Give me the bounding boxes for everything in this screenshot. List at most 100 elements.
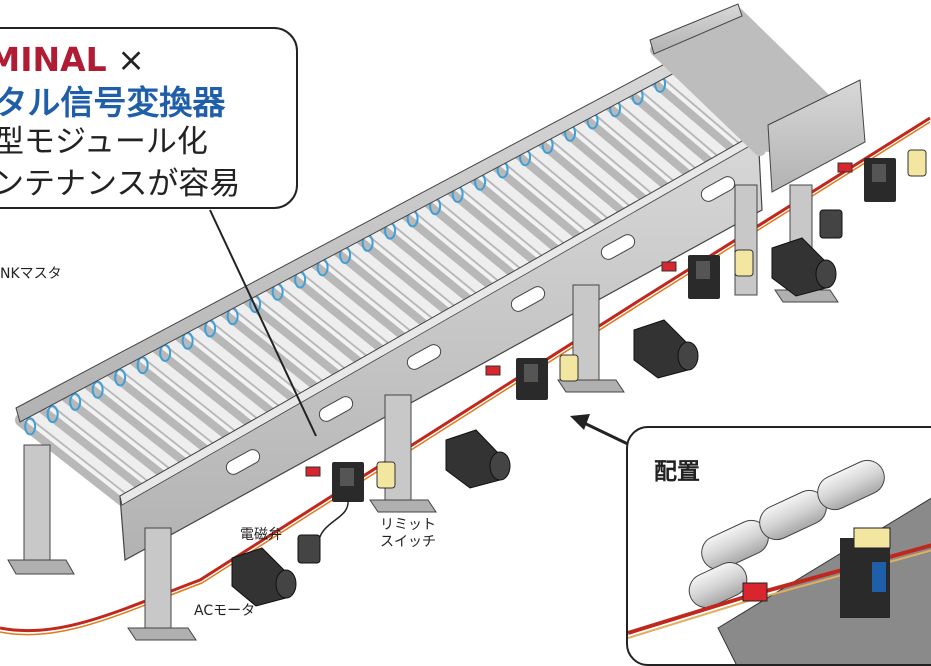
conveyor-roller-icon bbox=[15, 413, 131, 507]
conveyor-roller-icon bbox=[695, 24, 811, 136]
conveyor-roller-icon bbox=[172, 327, 285, 420]
conveyor-roller-icon bbox=[578, 107, 678, 194]
second-conveyor bbox=[649, 3, 866, 303]
conveyor-roller-icon bbox=[601, 95, 700, 181]
callout-line-4: メンテナンスが容易 bbox=[0, 166, 241, 202]
conveyor-roller-icon bbox=[466, 168, 569, 256]
conveyor-roller-icon bbox=[60, 388, 175, 482]
conveyor-roller-icon bbox=[195, 315, 306, 407]
limit-switch-label-line-1: リミット bbox=[380, 517, 436, 533]
conveyor-roller-icon bbox=[127, 351, 241, 445]
conveyor-roller-icon bbox=[308, 254, 416, 344]
roller-highlight bbox=[359, 231, 454, 310]
main-conveyor bbox=[7, 57, 765, 641]
limit-switch-label-line-2: スイッチ bbox=[380, 533, 436, 550]
conveyor-roller-icon bbox=[285, 266, 394, 357]
belt-band bbox=[91, 380, 104, 399]
roller-highlight bbox=[246, 292, 344, 373]
roller-highlight bbox=[313, 255, 410, 335]
conveyor-roller-icon bbox=[443, 181, 547, 269]
master-label: NKマスタ bbox=[0, 266, 62, 282]
roller-highlight bbox=[652, 72, 738, 147]
roller-highlight bbox=[629, 84, 716, 159]
belt-band bbox=[46, 405, 59, 424]
terminal-module-icon bbox=[661, 255, 720, 299]
conveyor-roller-icon bbox=[330, 242, 438, 332]
conveyor-roller-icon bbox=[263, 278, 372, 369]
belt-band bbox=[114, 368, 127, 387]
conveyor-roller-icon bbox=[646, 71, 744, 156]
conveyor-legs bbox=[7, 184, 758, 641]
conveyor-roller-icon bbox=[556, 120, 656, 206]
conveyor-roller-icon bbox=[623, 83, 722, 169]
arrow-icon bbox=[570, 414, 633, 448]
conveyor-roller-icon bbox=[240, 290, 350, 382]
roller-highlight bbox=[449, 182, 541, 260]
network-cable bbox=[0, 116, 931, 636]
roller-highlight bbox=[426, 194, 519, 272]
roller-highlight bbox=[336, 243, 432, 322]
conveyor-roller-icon bbox=[713, 16, 829, 128]
roller-highlight bbox=[268, 280, 366, 360]
roller-highlight bbox=[20, 414, 126, 498]
roller-highlight bbox=[494, 158, 585, 234]
conveyor-roller-icon bbox=[650, 44, 766, 156]
roller-highlight bbox=[43, 402, 148, 486]
roller-highlight bbox=[88, 377, 191, 460]
terminal-module-icon bbox=[837, 158, 896, 202]
ac-motor-icon bbox=[231, 237, 837, 607]
feature-callout: RMINAL × ジタル信号変換器 小型モジュール化 メンテナンスが容易 bbox=[0, 27, 298, 209]
roller-highlight bbox=[404, 206, 497, 285]
limit-switch-label: リミット スイッチ bbox=[380, 517, 436, 551]
roller-highlight bbox=[607, 97, 694, 172]
conveyor-roller-icon bbox=[37, 400, 153, 495]
conveyor-roller-icon bbox=[217, 303, 328, 395]
conveyor-roller-icon bbox=[511, 144, 612, 231]
conveyor-roller-icon bbox=[704, 20, 820, 132]
roller-highlight bbox=[381, 219, 476, 297]
conveyor-roller-icon bbox=[420, 193, 525, 282]
conveyor-roller-icon bbox=[105, 364, 219, 457]
conveyor-roller-icon bbox=[722, 12, 838, 124]
roller-highlight bbox=[471, 170, 563, 247]
roller-highlight bbox=[201, 316, 301, 398]
conveyor-roller-icon bbox=[732, 8, 846, 120]
roller-highlight bbox=[133, 353, 235, 435]
belt-band bbox=[69, 392, 82, 411]
conveyor-roller-icon bbox=[375, 217, 481, 307]
inset-title: 配置 bbox=[654, 459, 700, 485]
roller-highlight bbox=[539, 133, 629, 209]
conveyor-roller-icon bbox=[686, 28, 802, 140]
conveyor-roller-icon bbox=[488, 156, 591, 244]
roller-highlight bbox=[584, 109, 672, 184]
terminal-module-icon bbox=[305, 462, 364, 546]
callout-line-3: 小型モジュール化 bbox=[0, 124, 208, 160]
roller-highlight bbox=[178, 328, 279, 410]
ac-motor-label: ACモータ bbox=[194, 603, 256, 619]
inset-detail-drawing bbox=[628, 459, 931, 664]
roller-highlight bbox=[291, 267, 388, 347]
roller-highlight bbox=[110, 365, 213, 448]
limit-switch-icon bbox=[376, 149, 927, 489]
solenoid-valve-icon bbox=[297, 209, 843, 564]
callout-pointer bbox=[209, 209, 317, 437]
conveyor-roller-icon bbox=[533, 132, 634, 219]
roller-highlight bbox=[65, 390, 169, 473]
conveyor-roller-icon bbox=[150, 339, 263, 432]
belt-band bbox=[24, 417, 37, 436]
solenoid-label: 電磁弁 bbox=[240, 527, 282, 543]
roller-highlight bbox=[561, 121, 650, 197]
conveyor-illustration bbox=[0, 3, 931, 641]
roller-highlight bbox=[516, 145, 607, 222]
conveyor-roller-icon bbox=[82, 376, 197, 470]
terminal-module-icon bbox=[485, 358, 548, 400]
roller-highlight bbox=[156, 341, 257, 423]
callout-line-2: ジタル信号変換器 bbox=[0, 83, 226, 122]
conveyor-roller-icon bbox=[668, 36, 784, 148]
conveyor-roller-icon bbox=[398, 205, 503, 294]
conveyor-roller-icon bbox=[353, 229, 459, 319]
conveyor-roller-icon bbox=[677, 32, 793, 144]
placement-inset: 配置 bbox=[626, 426, 931, 666]
belt-band bbox=[136, 356, 149, 375]
conveyor-roller-icon bbox=[659, 40, 775, 152]
